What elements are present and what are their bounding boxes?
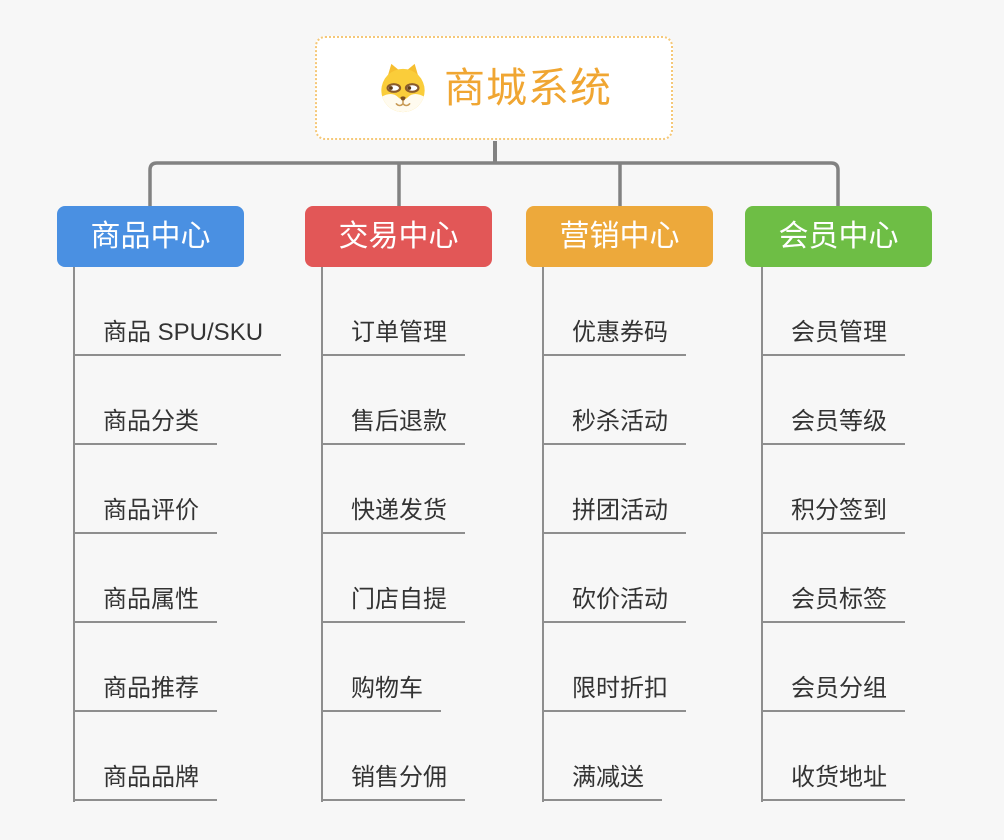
leaf-item[interactable]: 商品推荐 <box>73 623 307 712</box>
category-label: 交易中心 <box>338 219 459 253</box>
leaf-label: 售后退款 <box>321 408 465 445</box>
leaf-item[interactable]: 商品分类 <box>73 356 307 445</box>
leaf-item[interactable]: 门店自提 <box>321 534 555 623</box>
leaf-item[interactable]: 商品品牌 <box>73 712 307 801</box>
leaf-label: 快递发货 <box>321 497 465 534</box>
leaf-label: 会员标签 <box>761 586 905 623</box>
category-node-members[interactable]: 会员中心 <box>745 206 932 267</box>
branch-trunk-line <box>761 267 763 802</box>
leaf-label: 会员分组 <box>761 675 905 712</box>
leaf-label: 优惠券码 <box>542 319 686 356</box>
category-label: 营销中心 <box>559 219 680 253</box>
leaf-item[interactable]: 售后退款 <box>321 356 555 445</box>
leaf-item[interactable]: 会员等级 <box>761 356 995 445</box>
branch-trunk-line <box>321 267 323 802</box>
leaf-label: 购物车 <box>321 675 441 712</box>
dog-face-icon <box>381 63 425 113</box>
leaf-item[interactable]: 商品属性 <box>73 534 307 623</box>
category-node-marketing[interactable]: 营销中心 <box>526 206 713 267</box>
leaf-label: 商品品牌 <box>73 764 217 801</box>
leaf-label: 门店自提 <box>321 586 465 623</box>
category-node-trade[interactable]: 交易中心 <box>305 206 492 267</box>
leaf-label: 商品 SPU/SKU <box>73 319 282 356</box>
category-column-trade: 交易中心 订单管理 售后退款 快递发货 门店自提 购物车 销售分佣 <box>305 206 555 802</box>
leaf-label: 秒杀活动 <box>542 408 686 445</box>
leaf-label: 商品属性 <box>73 586 217 623</box>
leaf-item[interactable]: 订单管理 <box>321 267 555 356</box>
category-label: 商品中心 <box>90 219 211 253</box>
leaf-item[interactable]: 会员分组 <box>761 623 995 712</box>
root-title: 商城系统 <box>444 64 612 111</box>
leaf-label: 限时折扣 <box>542 675 686 712</box>
category-column-members: 会员中心 会员管理 会员等级 积分签到 会员标签 会员分组 收货地址 <box>745 206 995 802</box>
leaf-item[interactable]: 商品评价 <box>73 445 307 534</box>
leaf-item[interactable]: 会员管理 <box>761 267 995 356</box>
root-node[interactable]: 商城系统 <box>315 36 673 140</box>
category-node-products[interactable]: 商品中心 <box>57 206 244 267</box>
leaf-label: 商品评价 <box>73 497 217 534</box>
branch-trunk-line <box>73 267 75 802</box>
leaf-label: 商品分类 <box>73 408 217 445</box>
leaf-label: 订单管理 <box>321 319 465 356</box>
leaf-item[interactable]: 销售分佣 <box>321 712 555 801</box>
leaf-item[interactable]: 满减送 <box>542 712 776 801</box>
leaf-item[interactable]: 优惠券码 <box>542 267 776 356</box>
branch-trunk-line <box>542 267 544 802</box>
category-column-products: 商品中心 商品 SPU/SKU 商品分类 商品评价 商品属性 商品推荐 商品品牌 <box>57 206 307 802</box>
category-label: 会员中心 <box>778 219 899 253</box>
leaf-label: 会员管理 <box>761 319 905 356</box>
leaf-item[interactable]: 砍价活动 <box>542 534 776 623</box>
leaf-label: 会员等级 <box>761 408 905 445</box>
leaf-item[interactable]: 收货地址 <box>761 712 995 801</box>
leaf-item[interactable]: 秒杀活动 <box>542 356 776 445</box>
leaf-label: 拼团活动 <box>542 497 686 534</box>
leaf-item[interactable]: 拼团活动 <box>542 445 776 534</box>
category-column-marketing: 营销中心 优惠券码 秒杀活动 拼团活动 砍价活动 限时折扣 满减送 <box>526 206 776 802</box>
leaf-label: 收货地址 <box>761 764 905 801</box>
leaf-label: 积分签到 <box>761 497 905 534</box>
leaf-item[interactable]: 会员标签 <box>761 534 995 623</box>
leaf-label: 销售分佣 <box>321 764 465 801</box>
leaf-label: 砍价活动 <box>542 586 686 623</box>
leaf-item[interactable]: 限时折扣 <box>542 623 776 712</box>
leaf-item[interactable]: 快递发货 <box>321 445 555 534</box>
leaf-item[interactable]: 商品 SPU/SKU <box>73 267 307 356</box>
leaf-item[interactable]: 积分签到 <box>761 445 995 534</box>
leaf-item[interactable]: 购物车 <box>321 623 555 712</box>
leaf-label: 满减送 <box>542 764 662 801</box>
leaf-label: 商品推荐 <box>73 675 217 712</box>
